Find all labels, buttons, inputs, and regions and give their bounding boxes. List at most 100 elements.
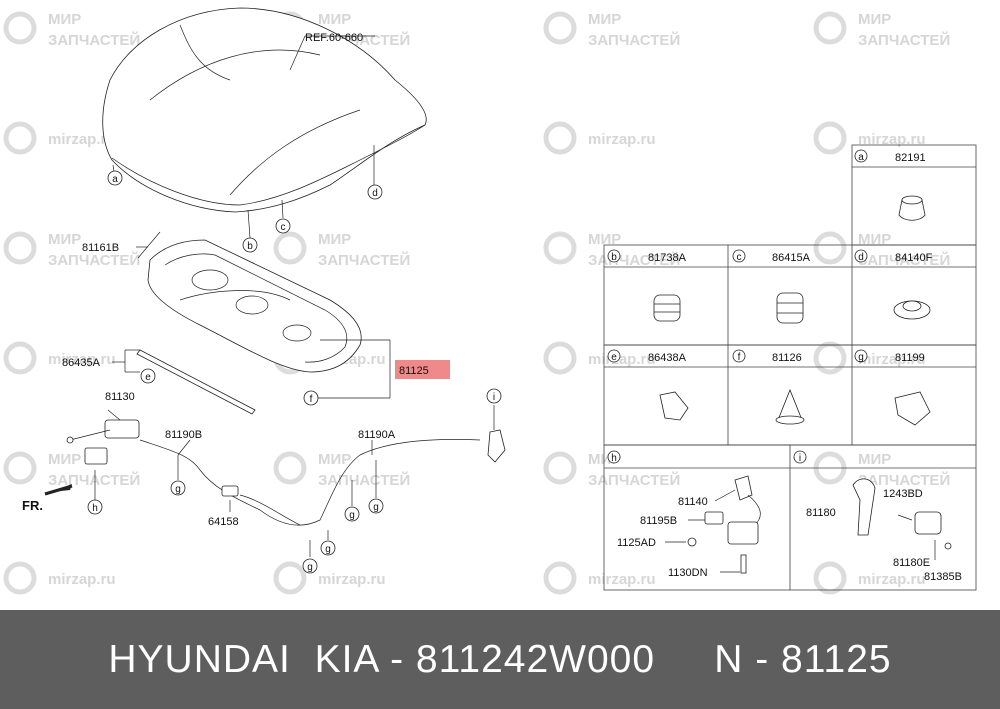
svg-text:f: f <box>738 352 741 363</box>
watermark-tile: mirzap.ru <box>3 341 116 375</box>
svg-text:g: g <box>307 562 313 573</box>
svg-text:81180E: 81180E <box>893 557 930 569</box>
svg-text:81199: 81199 <box>895 352 925 364</box>
svg-text:81738A: 81738A <box>648 252 687 264</box>
svg-text:mirzap.ru: mirzap.ru <box>858 571 926 588</box>
svg-text:g: g <box>373 502 379 513</box>
watermark-tile: mirzap.ru <box>3 561 116 595</box>
svg-text:i: i <box>799 453 801 464</box>
svg-text:86438A: 86438A <box>648 352 687 364</box>
callout-i: i <box>486 388 502 404</box>
legend-cell-d: d 84140F <box>854 249 933 320</box>
ref-label: REF.60-660 <box>305 32 363 44</box>
callout-g-1: g <box>170 480 186 496</box>
svg-text:МИР: МИР <box>48 11 81 28</box>
svg-text:g: g <box>349 510 355 521</box>
highlight-81125 <box>395 360 450 379</box>
svg-text:mirzap.ru: mirzap.ru <box>48 351 116 368</box>
svg-text:ЗАПЧАСТЕЙ: ЗАПЧАСТЕЙ <box>588 471 680 489</box>
part-label-81161B: 81161B <box>82 242 119 254</box>
svg-text:h: h <box>611 453 617 464</box>
svg-text:mirzap.ru: mirzap.ru <box>48 131 116 148</box>
callout-g-4: g <box>320 540 336 556</box>
svg-text:h: h <box>92 503 98 514</box>
svg-text:ЗАПЧАСТЕЙ: ЗАПЧАСТЕЙ <box>48 31 140 49</box>
watermark-tile: МИР ЗАПЧАСТЕЙ <box>273 451 410 489</box>
svg-text:МИР: МИР <box>858 451 891 468</box>
svg-text:i: i <box>493 392 495 403</box>
svg-text:a: a <box>112 174 118 185</box>
part-number-text: HYUNDAI KIA - 811242W000 N - 81125 <box>108 637 892 681</box>
callout-h: h <box>87 499 103 515</box>
hood-illustration <box>102 7 427 213</box>
callout-c: c <box>275 218 291 234</box>
svg-text:b: b <box>611 252 617 263</box>
part-label-86435A: 86435A <box>62 357 101 369</box>
watermark-tile: mirzap.ru <box>543 341 656 375</box>
svg-text:mirzap.ru: mirzap.ru <box>48 571 116 588</box>
svg-text:МИР: МИР <box>318 451 351 468</box>
svg-text:g: g <box>175 484 181 495</box>
watermark-tile: mirzap.ru <box>813 561 926 595</box>
svg-text:g: g <box>325 544 331 555</box>
watermark-tile: mirzap.ru <box>3 121 116 155</box>
svg-text:b: b <box>247 241 253 252</box>
svg-text:84140F: 84140F <box>895 252 933 264</box>
svg-text:81180: 81180 <box>806 507 836 519</box>
legend-cell-c: c 86415A <box>732 249 811 324</box>
part-label-81190B: 81190B <box>165 429 202 441</box>
svg-text:86415A: 86415A <box>772 252 811 264</box>
svg-text:mirzap.ru: mirzap.ru <box>588 131 656 148</box>
svg-text:81195B: 81195B <box>640 515 677 527</box>
svg-text:ЗАПЧАСТЕЙ: ЗАПЧАСТЕЙ <box>318 251 410 269</box>
svg-text:МИР: МИР <box>318 11 351 28</box>
watermark-tile: МИР ЗАПЧАСТЕЙ <box>273 231 410 269</box>
part-number-footer: HYUNDAI KIA - 811242W000 N - 81125 <box>0 610 1000 709</box>
legend-cell-a: a 82191 <box>854 149 926 221</box>
svg-text:ЗАПЧАСТЕЙ: ЗАПЧАСТЕЙ <box>858 471 950 489</box>
watermark-tile: mirzap.ru <box>813 121 926 155</box>
svg-text:МИР: МИР <box>588 11 621 28</box>
part-label-81190A: 81190A <box>358 429 396 441</box>
watermark-tile: mirzap.ru <box>543 121 656 155</box>
legend-cell-f: f 81126 <box>732 349 805 425</box>
callout-g-2: g <box>368 498 384 514</box>
svg-text:ЗАПЧАСТЕЙ: ЗАПЧАСТЕЙ <box>318 471 410 489</box>
part-label-81125[interactable]: 81125 <box>399 365 429 377</box>
svg-text:МИР: МИР <box>858 11 891 28</box>
svg-text:mirzap.ru: mirzap.ru <box>588 351 656 368</box>
svg-text:ЗАПЧАСТЕЙ: ЗАПЧАСТЕЙ <box>858 251 950 269</box>
svg-text:mirzap.ru: mirzap.ru <box>588 571 656 588</box>
svg-text:81126: 81126 <box>772 352 802 364</box>
watermark-tile: МИР ЗАПЧАСТЕЙ <box>813 451 950 489</box>
legend-cell-g: g 81199 <box>854 349 931 426</box>
latch-illustration <box>66 419 140 465</box>
watermark-tile: МИР ЗАПЧАСТЕЙ <box>3 11 140 49</box>
svg-text:d: d <box>858 252 864 263</box>
callout-d: d <box>367 184 383 200</box>
svg-text:МИР: МИР <box>318 231 351 248</box>
part-label-81130: 81130 <box>105 391 135 403</box>
front-label: FR. <box>22 498 43 513</box>
svg-text:МИР: МИР <box>588 231 621 248</box>
legend-cell-i: i 81180 1243BD 81180E 81385B <box>793 450 962 583</box>
svg-text:e: e <box>145 372 151 383</box>
parts-diagram: МИР ЗАПЧАСТЕЙ МИР ЗАПЧАСТЕЙ МИР ЗАПЧАСТЕЙ МИР З… <box>3 7 977 595</box>
svg-text:c: c <box>281 222 286 233</box>
callout-f: f <box>303 390 319 406</box>
svg-text:d: d <box>372 188 378 199</box>
svg-text:mirzap.ru: mirzap.ru <box>858 351 926 368</box>
svg-text:f: f <box>310 394 313 405</box>
svg-text:82191: 82191 <box>895 152 926 164</box>
svg-text:c: c <box>737 252 742 263</box>
svg-text:1125AD: 1125AD <box>617 537 656 549</box>
svg-text:g: g <box>858 352 864 363</box>
legend-grid <box>603 144 977 591</box>
svg-text:mirzap.ru: mirzap.ru <box>858 131 926 148</box>
watermark-tile: mirzap.ru <box>813 341 926 375</box>
